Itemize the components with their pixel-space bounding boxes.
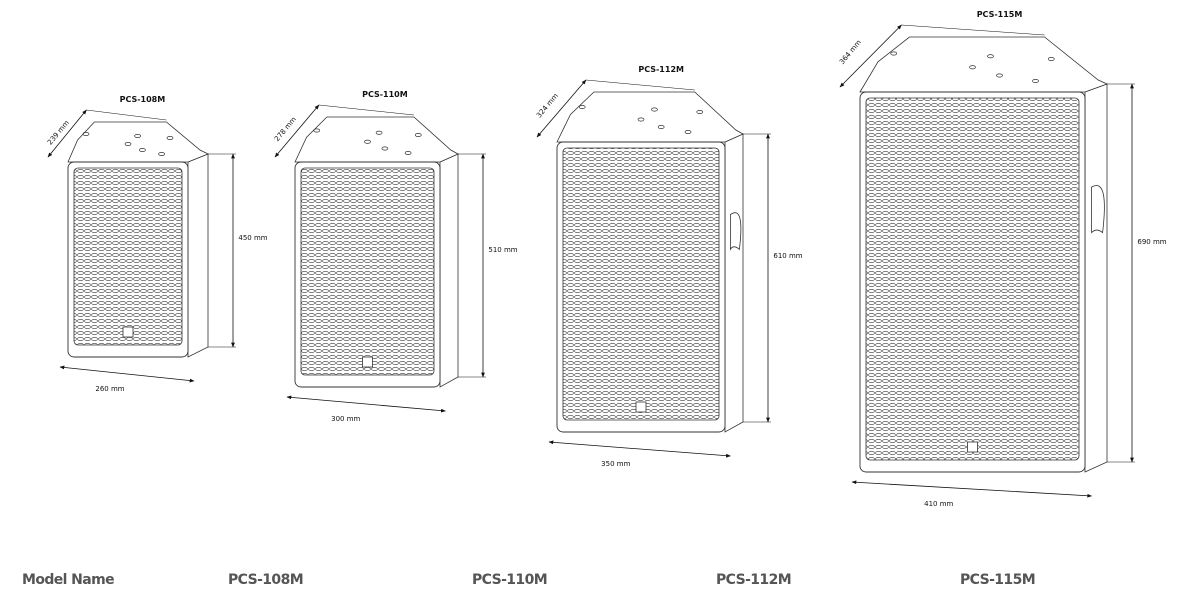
model-name-cell: PCS-108M <box>228 572 304 588</box>
mounting-hole-icon <box>124 142 132 146</box>
mounting-hole-icon <box>684 130 692 134</box>
top-face <box>859 36 1109 93</box>
depth-label: 239 mm <box>46 119 71 147</box>
height-label: 610 mm <box>773 252 802 260</box>
depth-label: 324 mm <box>535 92 560 120</box>
height-label: 450 mm <box>238 234 267 242</box>
speaker-pcs-112m: PCS-112M 350 mm 610 mm 324 mm <box>535 65 803 468</box>
extension-line <box>585 79 695 91</box>
depth-label: 364 mm <box>838 38 863 66</box>
depth-dimension-line <box>839 24 902 88</box>
width-label: 260 mm <box>95 385 124 393</box>
model-name-cell: PCS-115M <box>960 572 1036 588</box>
model-name-header: Model Name <box>22 572 115 588</box>
width-dimension-line <box>286 395 446 413</box>
width-label: 350 mm <box>601 460 630 468</box>
logo-badge-icon <box>362 356 373 368</box>
mounting-hole-icon <box>987 54 994 59</box>
mounting-hole-icon <box>158 152 165 156</box>
model-name-row: Model Name PCS-108M PCS-110M PCS-112M PC… <box>0 568 1196 592</box>
model-name-cell: PCS-110M <box>472 572 548 588</box>
depth-label: 278 mm <box>273 115 298 143</box>
width-label: 300 mm <box>331 415 360 423</box>
mounting-hole-icon <box>637 117 645 122</box>
depth-dimension-line <box>47 109 87 158</box>
width-dimension-line <box>59 365 195 383</box>
logo-badge-icon <box>122 326 134 338</box>
mounting-hole-icon <box>969 65 976 70</box>
logo-badge-icon <box>967 441 978 453</box>
model-title: PCS-110M <box>362 90 408 99</box>
mounting-hole-icon <box>696 110 704 114</box>
grille <box>865 97 1080 461</box>
mounting-hole-icon <box>404 151 412 155</box>
grille <box>562 147 720 421</box>
handle-icon <box>1091 185 1105 234</box>
model-title: PCS-108M <box>120 95 166 104</box>
side-panel <box>439 153 459 388</box>
grille <box>300 167 435 376</box>
mounting-hole-icon <box>414 133 422 137</box>
side-panel <box>724 133 744 433</box>
mounting-hole-icon <box>375 130 383 135</box>
width-dimension-line <box>851 480 1093 498</box>
mounting-hole-icon <box>166 136 174 140</box>
grille <box>73 167 183 346</box>
speaker-dimension-drawing: PCS-108M 260 mm 450 mm 239 mm PCS-110M 300 mm… <box>46 10 1167 508</box>
mounting-hole-icon <box>364 139 371 144</box>
mounting-hole-icon <box>651 107 658 112</box>
logo-badge-icon <box>635 401 647 413</box>
mounting-hole-icon <box>1032 79 1039 83</box>
top-face <box>556 91 744 143</box>
mounting-hole-icon <box>1047 57 1055 61</box>
handle-icon <box>730 212 742 251</box>
side-panel <box>187 153 209 358</box>
mounting-hole-icon <box>996 73 1003 78</box>
depth-dimension-line <box>274 104 320 158</box>
height-label: 690 mm <box>1137 238 1166 246</box>
speaker-pcs-115m: PCS-115M 410 mm 690 mm 364 mm <box>838 10 1167 508</box>
mounting-hole-icon <box>134 134 141 138</box>
top-face <box>67 121 209 163</box>
mounting-hole-icon <box>139 148 146 152</box>
speaker-pcs-110m: PCS-110M 300 mm 510 mm 278 mm <box>273 90 518 423</box>
top-face <box>294 116 459 163</box>
mounting-hole-icon <box>657 125 665 129</box>
extension-line <box>86 109 167 121</box>
speaker-pcs-108m: PCS-108M 260 mm 450 mm 239 mm <box>46 95 268 393</box>
model-title: PCS-115M <box>977 10 1023 19</box>
width-label: 410 mm <box>924 500 953 508</box>
width-dimension-line <box>548 440 731 458</box>
mounting-hole-icon <box>381 146 389 151</box>
height-label: 510 mm <box>488 246 517 254</box>
model-name-cell: PCS-112M <box>716 572 792 588</box>
side-panel <box>1084 83 1108 473</box>
model-title: PCS-112M <box>638 65 684 74</box>
extension-line <box>318 104 414 116</box>
depth-dimension-line <box>536 79 587 138</box>
extension-line <box>901 24 1045 36</box>
